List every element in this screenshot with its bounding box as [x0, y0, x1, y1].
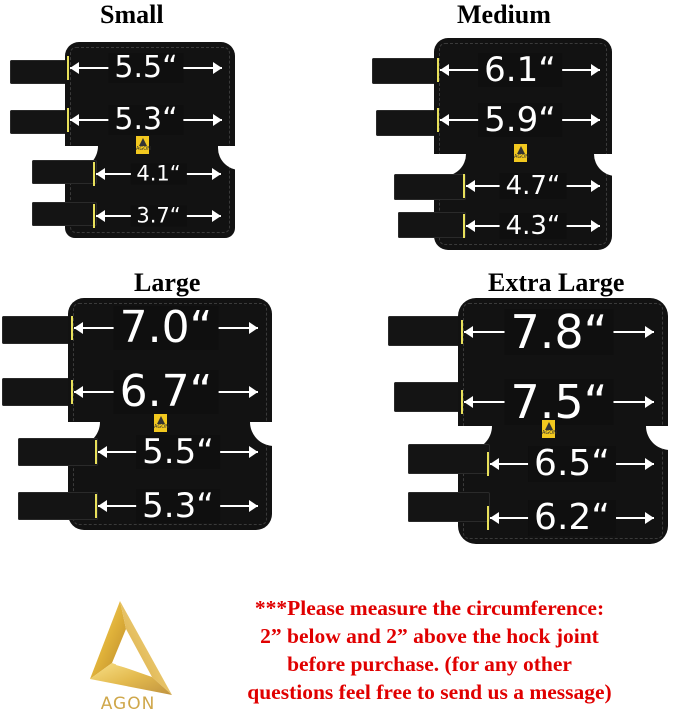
strap	[408, 492, 490, 522]
measurement-1: 7.0“	[71, 306, 258, 350]
strap	[2, 378, 78, 406]
brace-small: 5.5“ 5.3“ 4.1“ 3.7“ AGON	[10, 42, 240, 242]
measurement-label: 4.7“	[499, 173, 567, 199]
measurement-label: 7.5“	[504, 379, 614, 425]
measurement-4: 5.3“	[95, 486, 258, 526]
measurement-4: 4.3“	[463, 206, 600, 246]
measurement-note: ***Please measure the circumference: 2” …	[180, 594, 679, 706]
strap	[394, 174, 466, 200]
stitch-line	[70, 47, 230, 233]
size-title-extra-large: Extra Large	[488, 268, 625, 297]
measurement-label: 7.8“	[504, 309, 614, 355]
strap	[398, 212, 466, 238]
brace-medium: 6.1“ 5.9“ 4.7“ 4.3“ AGON	[372, 38, 616, 250]
strap	[2, 316, 78, 344]
measurement-2: 5.9“	[437, 100, 600, 140]
measurement-label: 6.1“	[478, 53, 562, 87]
measurement-label: 6.7“	[113, 370, 219, 414]
strap	[388, 316, 468, 346]
note-line-4: questions feel free to send us a message…	[247, 680, 612, 704]
measurement-1: 7.8“	[461, 309, 654, 355]
measurement-3: 4.1“	[93, 154, 221, 194]
strap	[10, 60, 70, 84]
strap	[18, 492, 98, 520]
note-line-2: 2” below and 2” above the hock joint	[260, 624, 599, 648]
note-line-3: before purchase. (for any other	[287, 652, 572, 676]
measurement-3: 4.7“	[463, 166, 600, 206]
brace-large: 7.0“ 6.7“ 5.5“ 5.3“ AGON	[2, 298, 274, 530]
strap	[394, 382, 470, 412]
measurement-label: 5.3“	[136, 489, 220, 523]
size-title-small: Small	[100, 0, 164, 29]
measurement-4: 6.2“	[487, 498, 654, 538]
stitch-line	[439, 43, 607, 245]
measurement-1: 6.1“	[437, 50, 600, 90]
agon-tag-icon: AGON	[514, 144, 529, 162]
stitch-line	[463, 303, 663, 539]
strap	[376, 110, 442, 136]
strap	[372, 58, 442, 84]
stitch-line	[73, 303, 267, 525]
measurement-3: 6.5“	[487, 444, 654, 484]
measurement-label: 5.9“	[478, 103, 562, 137]
agon-tag-icon: AGON	[542, 420, 557, 438]
measurement-label: 7.0“	[113, 306, 219, 350]
note-line-1: ***Please measure the circumference:	[254, 596, 605, 620]
brand-name: AGON	[100, 694, 156, 714]
measurement-label: 6.2“	[528, 500, 616, 536]
size-title-large: Large	[134, 268, 201, 297]
strap	[18, 438, 98, 466]
strap	[32, 160, 97, 184]
measurement-label: 5.5“	[108, 53, 184, 83]
measurement-2: 5.3“	[67, 100, 222, 140]
measurement-4: 3.7“	[93, 196, 221, 236]
agon-tag-icon: AGON	[136, 136, 151, 154]
measurement-label: 4.1“	[130, 163, 187, 185]
measurement-label: 5.5“	[136, 435, 220, 469]
strap	[32, 202, 97, 226]
strap	[408, 444, 490, 474]
measurement-2: 7.5“	[461, 379, 654, 425]
size-title-medium: Medium	[457, 0, 551, 29]
measurement-label: 4.3“	[499, 213, 567, 239]
strap	[10, 110, 70, 134]
measurement-label: 6.5“	[528, 446, 616, 482]
measurement-label: 5.3“	[108, 105, 184, 135]
measurement-2: 6.7“	[71, 370, 258, 414]
brace-extra-large: 7.8“ 7.5“ 6.5“ 6.2“ AGON	[388, 298, 670, 544]
agon-tag-icon: AGON	[154, 414, 169, 432]
measurement-3: 5.5“	[95, 432, 258, 472]
measurement-label: 3.7“	[130, 205, 187, 227]
agon-logo-icon	[90, 601, 172, 695]
measurement-1: 5.5“	[67, 48, 222, 88]
notch	[372, 154, 466, 176]
